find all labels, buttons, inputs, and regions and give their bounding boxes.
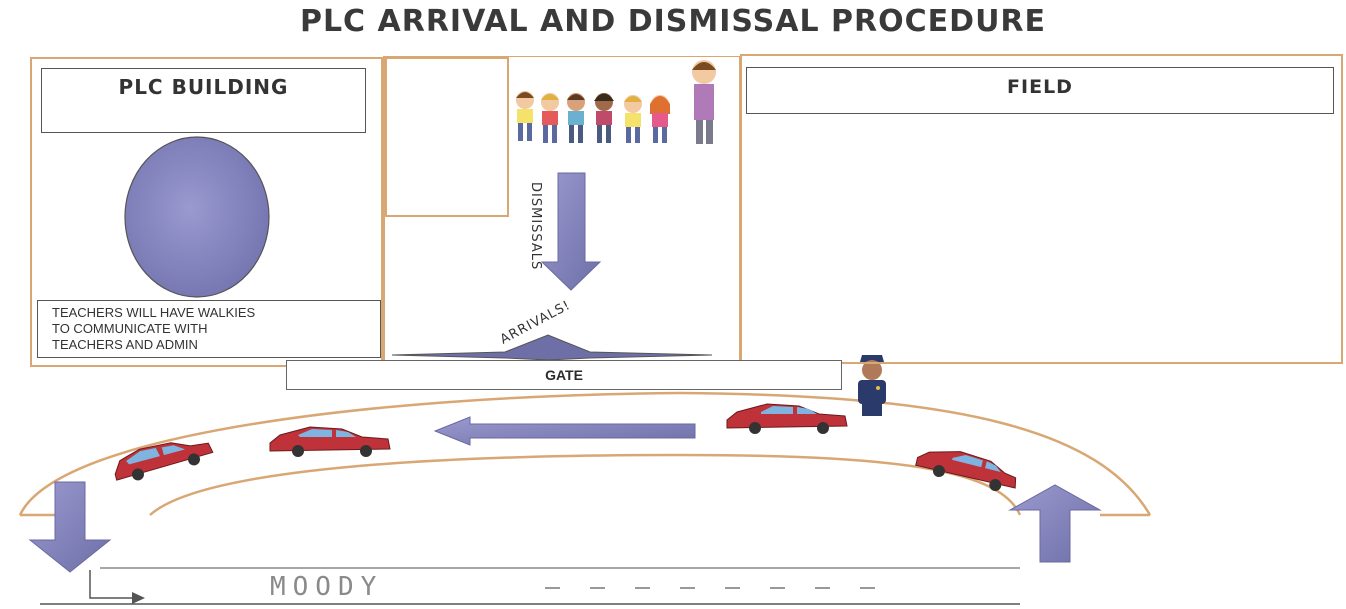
car-icon [269, 426, 391, 457]
dismissals-arrow [540, 172, 602, 291]
walkie-note-line: TEACHERS WILL HAVE WALKIES [52, 305, 256, 320]
walkie-note-line: TO COMMUNICATE WITH [52, 321, 208, 336]
car-icon [114, 442, 214, 481]
children-group-icon [516, 91, 670, 143]
drive-inner-curve [149, 453, 1022, 516]
center-area [383, 56, 741, 360]
drive-outer-curve [18, 391, 1152, 516]
field-label-box [746, 67, 1334, 114]
car-icon [726, 403, 848, 434]
walkie-note: TEACHERS WILL HAVE WALKIES TO COMMUNICAT… [52, 305, 255, 353]
traffic-left-arrow [433, 416, 696, 446]
teacher-icon [692, 60, 716, 144]
center-building [385, 57, 509, 217]
gate-box: GATE [286, 360, 842, 390]
gate-label: GATE [545, 367, 583, 383]
building-outline [30, 57, 383, 367]
police-officer-icon [858, 355, 886, 416]
entrance-up-arrow [1008, 484, 1102, 563]
page-title: PLC ARRIVAL AND DISMISSAL PROCEDURE [299, 4, 1047, 39]
turn-arrow-icon [89, 570, 140, 599]
road-label: MOODY [270, 572, 384, 602]
exit-down-arrow [28, 481, 112, 573]
arrivals-triangle [391, 334, 713, 361]
building-label: PLC BUILDING [118, 75, 289, 99]
building-label-box [41, 68, 366, 133]
building-oval [124, 136, 270, 298]
field-outline [740, 54, 1343, 364]
dismissals-label: DISMISSALS [528, 182, 543, 270]
car-icon [915, 451, 1017, 492]
field-label: FIELD [1007, 76, 1073, 98]
walkie-note-line: TEACHERS AND ADMIN [52, 337, 198, 352]
walkie-note-box [37, 300, 381, 358]
